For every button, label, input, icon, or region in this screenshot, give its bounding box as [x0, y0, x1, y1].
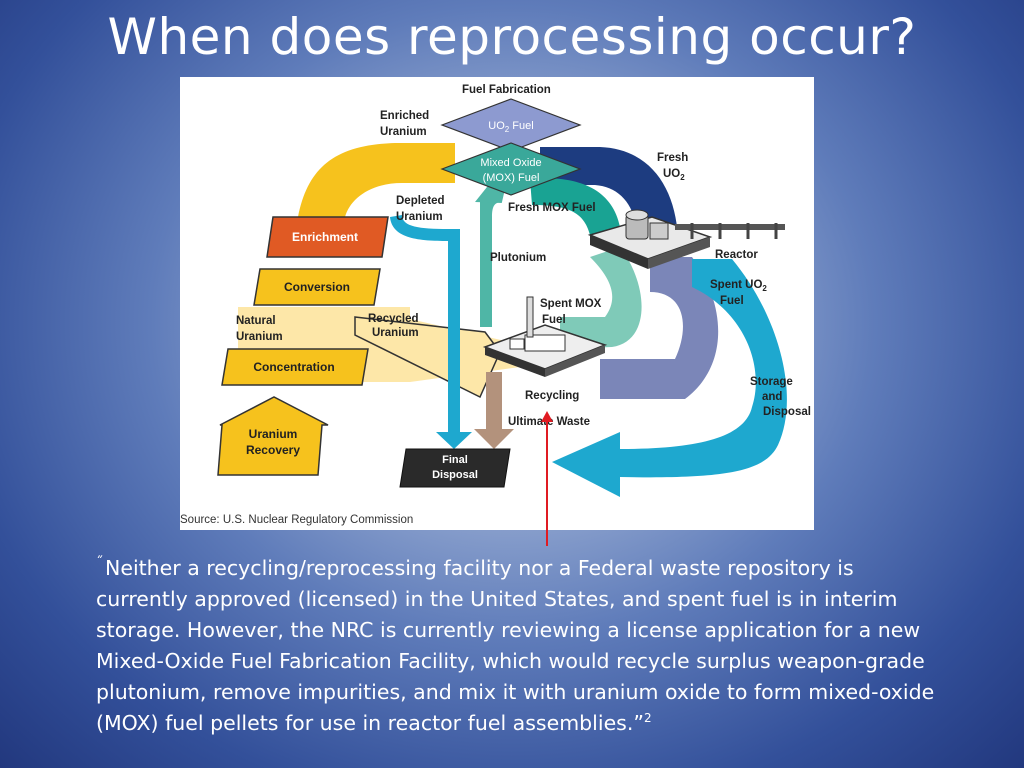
- recycling-facility-icon: [482, 296, 608, 377]
- fresh-uo2-label: UO2: [663, 168, 685, 182]
- reactor-label: Reactor: [715, 249, 758, 261]
- and-label: and: [762, 391, 782, 403]
- open-quote-mark: ˝: [96, 555, 103, 572]
- quote-caption: ˝Neither a recycling/reprocessing facili…: [96, 553, 936, 739]
- footnote-marker: 2: [644, 711, 652, 726]
- final-label: Final: [442, 454, 468, 466]
- spent-uo2-flow: [600, 257, 719, 399]
- fresh-mox-fuel-label: Fresh MOX Fuel: [508, 202, 596, 214]
- fuel-cycle-diagram: Enrichment Conversion Concentration Uran…: [180, 77, 814, 530]
- enrichment-box: [266, 216, 389, 258]
- enriched-label: Enriched: [380, 110, 429, 122]
- recycling-label: Recycling: [525, 390, 579, 402]
- spent-uo2-fuel-label: Fuel: [720, 295, 744, 307]
- conversion-label: Conversion: [284, 280, 350, 294]
- fuel-fabrication-label: Fuel Fabrication: [462, 84, 551, 96]
- fresh-mox-flow: [530, 178, 620, 235]
- depleted-label: Depleted: [396, 195, 445, 207]
- mox-fuel-diamond: [440, 142, 582, 196]
- fuel-cycle-svg: Enrichment Conversion Concentration Uran…: [180, 84, 811, 526]
- enriched-uranium-flow: [298, 143, 455, 217]
- quote-text: Neither a recycling/reprocessing facilit…: [96, 556, 935, 735]
- spent-mox-label: Spent MOX: [540, 298, 602, 310]
- depleted-uranium-label: Uranium: [396, 211, 443, 223]
- enriched-uranium-label: Uranium: [380, 126, 427, 138]
- uo2-fuel-label: UO2 Fuel: [488, 120, 533, 134]
- spent-mox-flow: [560, 247, 642, 349]
- source-label: Source: U.S. Nuclear Regulatory Commissi…: [180, 514, 413, 526]
- uranium-recovery-label-1: Uranium: [249, 427, 298, 441]
- uo2-fuel-diamond: [440, 98, 582, 152]
- recycled-label: Recycled: [368, 313, 419, 325]
- mox-label-line2: (MOX) Fuel: [483, 172, 540, 184]
- disposal-label: Disposal: [763, 406, 811, 418]
- mox-label-line1: Mixed Oxide: [480, 157, 541, 169]
- spent-uo2-label: Spent UO2: [710, 279, 767, 293]
- fresh-label: Fresh: [657, 152, 688, 164]
- uranium-recovery-label-2: Recovery: [246, 443, 300, 457]
- depleted-uranium-flow: [390, 215, 472, 449]
- recycled-uranium-label: Uranium: [372, 327, 419, 339]
- uranium-recovery-arrow: [217, 396, 329, 476]
- final-disposal-label: Disposal: [432, 469, 478, 481]
- natural-uranium-label: Uranium: [236, 331, 283, 343]
- final-disposal-box: [399, 448, 511, 488]
- concentration-label: Concentration: [253, 360, 334, 374]
- red-pointer-arrow: [541, 411, 553, 546]
- spent-mox-fuel-label: Fuel: [542, 314, 566, 326]
- concentration-box: [221, 348, 369, 386]
- plutonium-flow: [480, 188, 505, 327]
- ultimate-waste-arrow: [474, 372, 514, 449]
- storage-label: Storage: [750, 376, 793, 388]
- slide-title: When does reprocessing occur?: [107, 8, 917, 66]
- conversion-box: [253, 268, 381, 306]
- storage-disposal-flow: [552, 259, 787, 497]
- reactor-icon: [587, 209, 785, 269]
- enrichment-label: Enrichment: [292, 230, 358, 244]
- plutonium-label: Plutonium: [490, 252, 546, 264]
- natural-label: Natural: [236, 315, 276, 327]
